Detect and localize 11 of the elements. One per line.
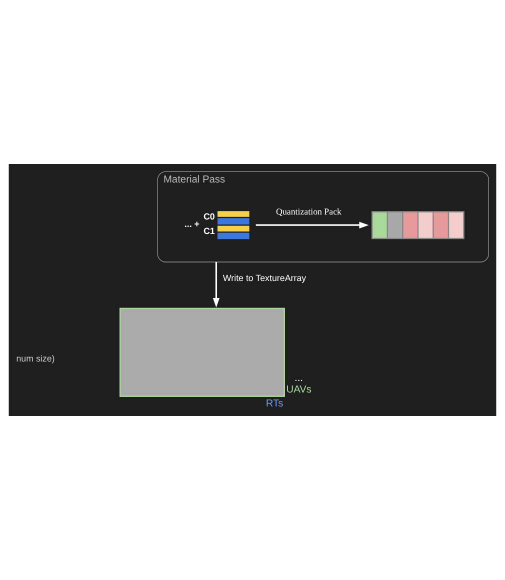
edge-label: Write to TextureArray (222, 272, 306, 283)
label: num size) (16, 354, 55, 364)
node-label: UAVs (286, 384, 312, 396)
edge-label: Quantization Pack (276, 206, 342, 217)
node-label: ... + (184, 218, 200, 229)
arrow (256, 222, 369, 228)
node-label: RTs (266, 398, 284, 410)
node-label: C0 (204, 211, 215, 222)
node-label: ... (294, 372, 303, 384)
arrow (212, 262, 220, 308)
node-label: C1 (204, 226, 215, 236)
